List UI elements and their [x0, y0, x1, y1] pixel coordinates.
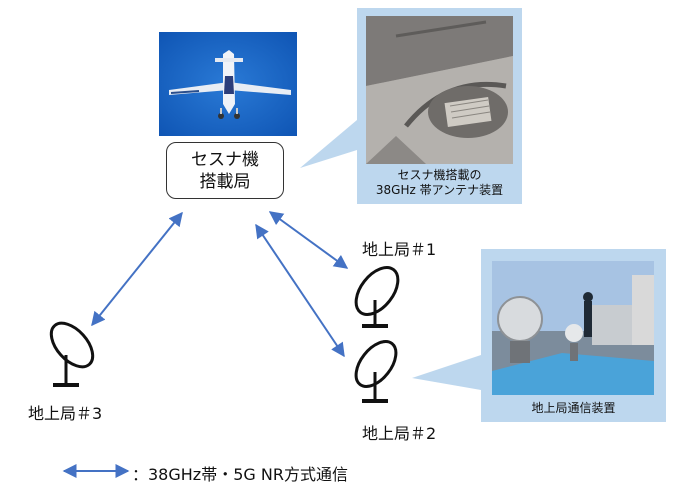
ground-equipment-callout: 地上局通信装置	[481, 249, 666, 422]
antenna-caption-line2: 38GHz 帯アンテナ装置	[375, 183, 504, 197]
ground-equipment-icon	[492, 261, 654, 395]
aircraft-antenna-icon	[366, 16, 513, 164]
antenna-photo	[366, 16, 513, 164]
ground-equipment-caption: 地上局通信装置	[531, 401, 616, 415]
cessna-aircraft-icon	[159, 32, 297, 136]
aircraft-photo	[159, 32, 297, 136]
antenna-callout: セスナ機搭載の 38GHz 帯アンテナ装置	[357, 8, 522, 204]
aircraft-station-label-line2: 搭載局	[199, 172, 251, 192]
antenna-caption: セスナ機搭載の 38GHz 帯アンテナ装置	[357, 168, 522, 198]
ground-equipment-callout-pointer	[412, 355, 481, 390]
legend-text: ：38GHz帯・5G NR方式通信	[132, 465, 348, 484]
link-arrow-station2	[255, 223, 345, 358]
link-arrow-station3	[91, 211, 183, 327]
ground-station-3-label: 地上局＃3	[28, 404, 103, 423]
antenna-callout-pointer	[300, 120, 357, 168]
link-arrow-station1	[268, 211, 349, 269]
aircraft-station-label-line1: セスナ機	[191, 150, 259, 170]
ground-station-1-label: 地上局＃1	[362, 240, 437, 259]
dish-antenna-station1-icon	[354, 266, 400, 328]
ground-station-2-label: 地上局＃2	[362, 424, 437, 443]
aircraft-station-box: セスナ機 搭載局	[166, 142, 284, 199]
dish-antenna-station3-icon	[49, 321, 95, 387]
ground-equipment-photo	[492, 261, 654, 395]
dish-antenna-station2-icon	[354, 340, 398, 403]
antenna-caption-line1: セスナ機搭載の	[397, 168, 482, 182]
